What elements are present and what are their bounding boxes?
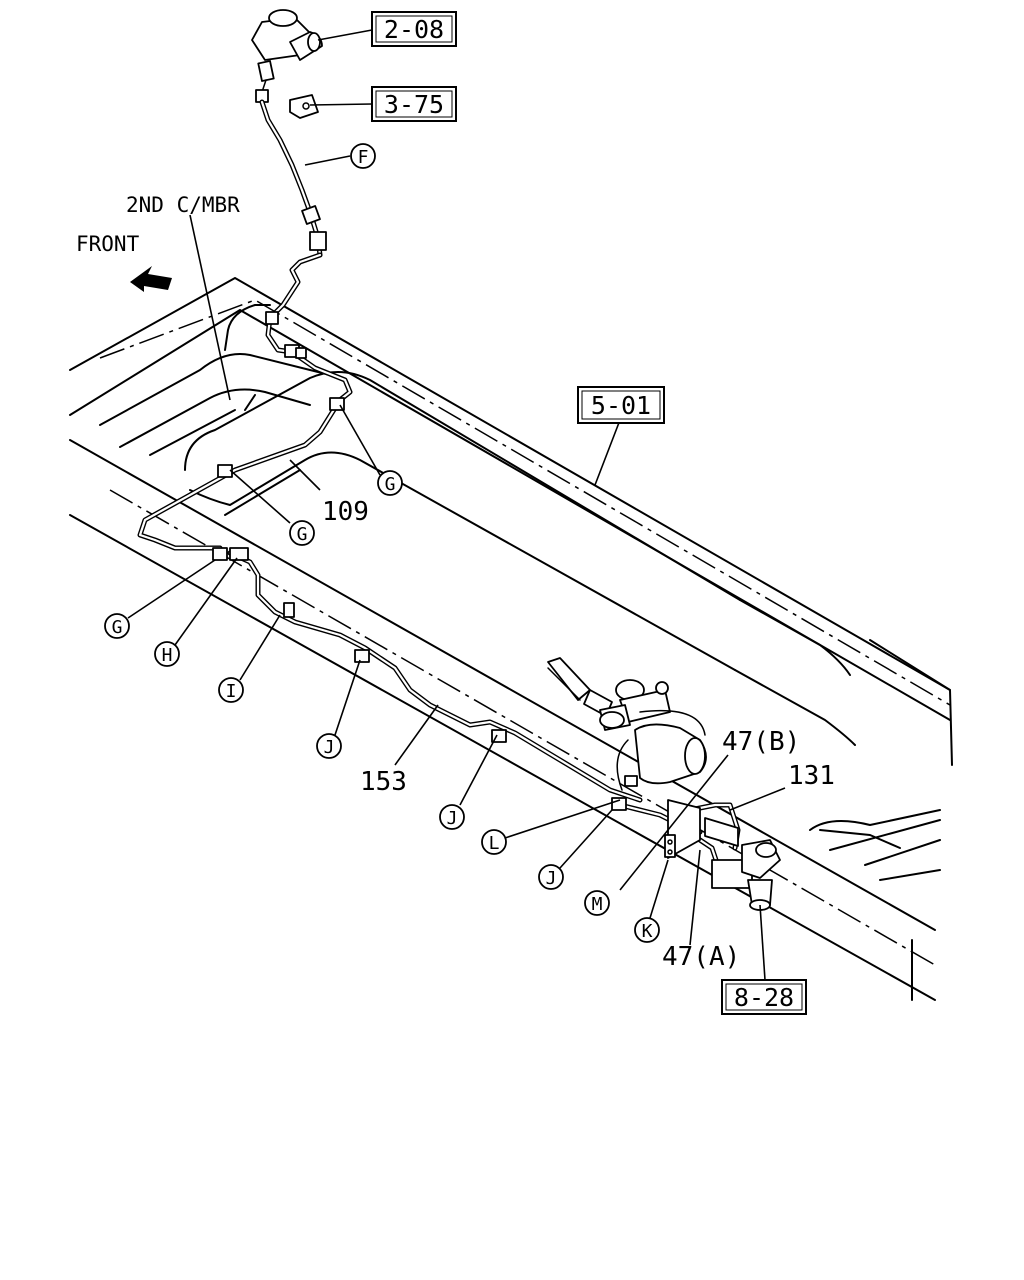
- clutch-booster-assembly: [547, 657, 781, 911]
- pipe-109-label: 109: [322, 497, 369, 527]
- part-131-label: 131: [788, 761, 835, 791]
- pipe-153-label: 153: [360, 767, 407, 797]
- pipe-clamps: [212, 205, 638, 811]
- callout-g-3-text: G: [112, 617, 123, 638]
- callout-m-text: M: [592, 894, 603, 915]
- callout-j-1[interactable]: J: [316, 733, 342, 759]
- second-crossmember-label: 2ND C/MBR: [126, 193, 240, 217]
- callout-j-3-text: J: [546, 868, 557, 889]
- callout-j-2-text: J: [447, 808, 458, 829]
- part-47a-label: 47(A): [662, 942, 740, 972]
- ref-box-5-01-text: 5-01: [591, 391, 651, 420]
- callout-g-1-text: G: [385, 474, 396, 495]
- callout-l-text: L: [489, 833, 500, 854]
- callout-f[interactable]: F: [350, 143, 376, 169]
- callout-i[interactable]: I: [218, 677, 244, 703]
- ref-box-2-08-text: 2-08: [384, 15, 444, 44]
- callout-h[interactable]: H: [154, 641, 180, 667]
- ref-box-3-75[interactable]: 3-75: [371, 86, 457, 122]
- leader-lines: [127, 29, 786, 981]
- ref-box-3-75-text: 3-75: [384, 90, 444, 119]
- ref-box-5-01[interactable]: 5-01: [577, 386, 665, 424]
- chassis-frame: [69, 277, 953, 1001]
- ref-box-8-28[interactable]: 8-28: [721, 979, 807, 1015]
- callout-k-text: K: [642, 921, 653, 942]
- callout-j-1-text: J: [324, 737, 335, 758]
- callout-f-text: F: [358, 147, 369, 168]
- callout-j-2[interactable]: J: [439, 804, 465, 830]
- arrow-left-up-icon: [130, 266, 172, 292]
- callout-k[interactable]: K: [634, 917, 660, 943]
- callout-j-3[interactable]: J: [538, 864, 564, 890]
- callout-m[interactable]: M: [584, 890, 610, 916]
- callout-g-2[interactable]: G: [289, 520, 315, 546]
- callout-g-3[interactable]: G: [104, 613, 130, 639]
- ref-box-8-28-text: 8-28: [734, 983, 794, 1012]
- front-label: FRONT: [76, 232, 140, 256]
- callout-l[interactable]: L: [481, 829, 507, 855]
- callout-g-1[interactable]: G: [377, 470, 403, 496]
- callout-g-2-text: G: [297, 524, 308, 545]
- ref-box-2-08[interactable]: 2-08: [371, 11, 457, 47]
- part-47b-label: 47(B): [722, 727, 800, 757]
- callout-i-text: I: [226, 681, 237, 702]
- callout-h-text: H: [162, 645, 173, 666]
- master-cylinder: [251, 9, 323, 119]
